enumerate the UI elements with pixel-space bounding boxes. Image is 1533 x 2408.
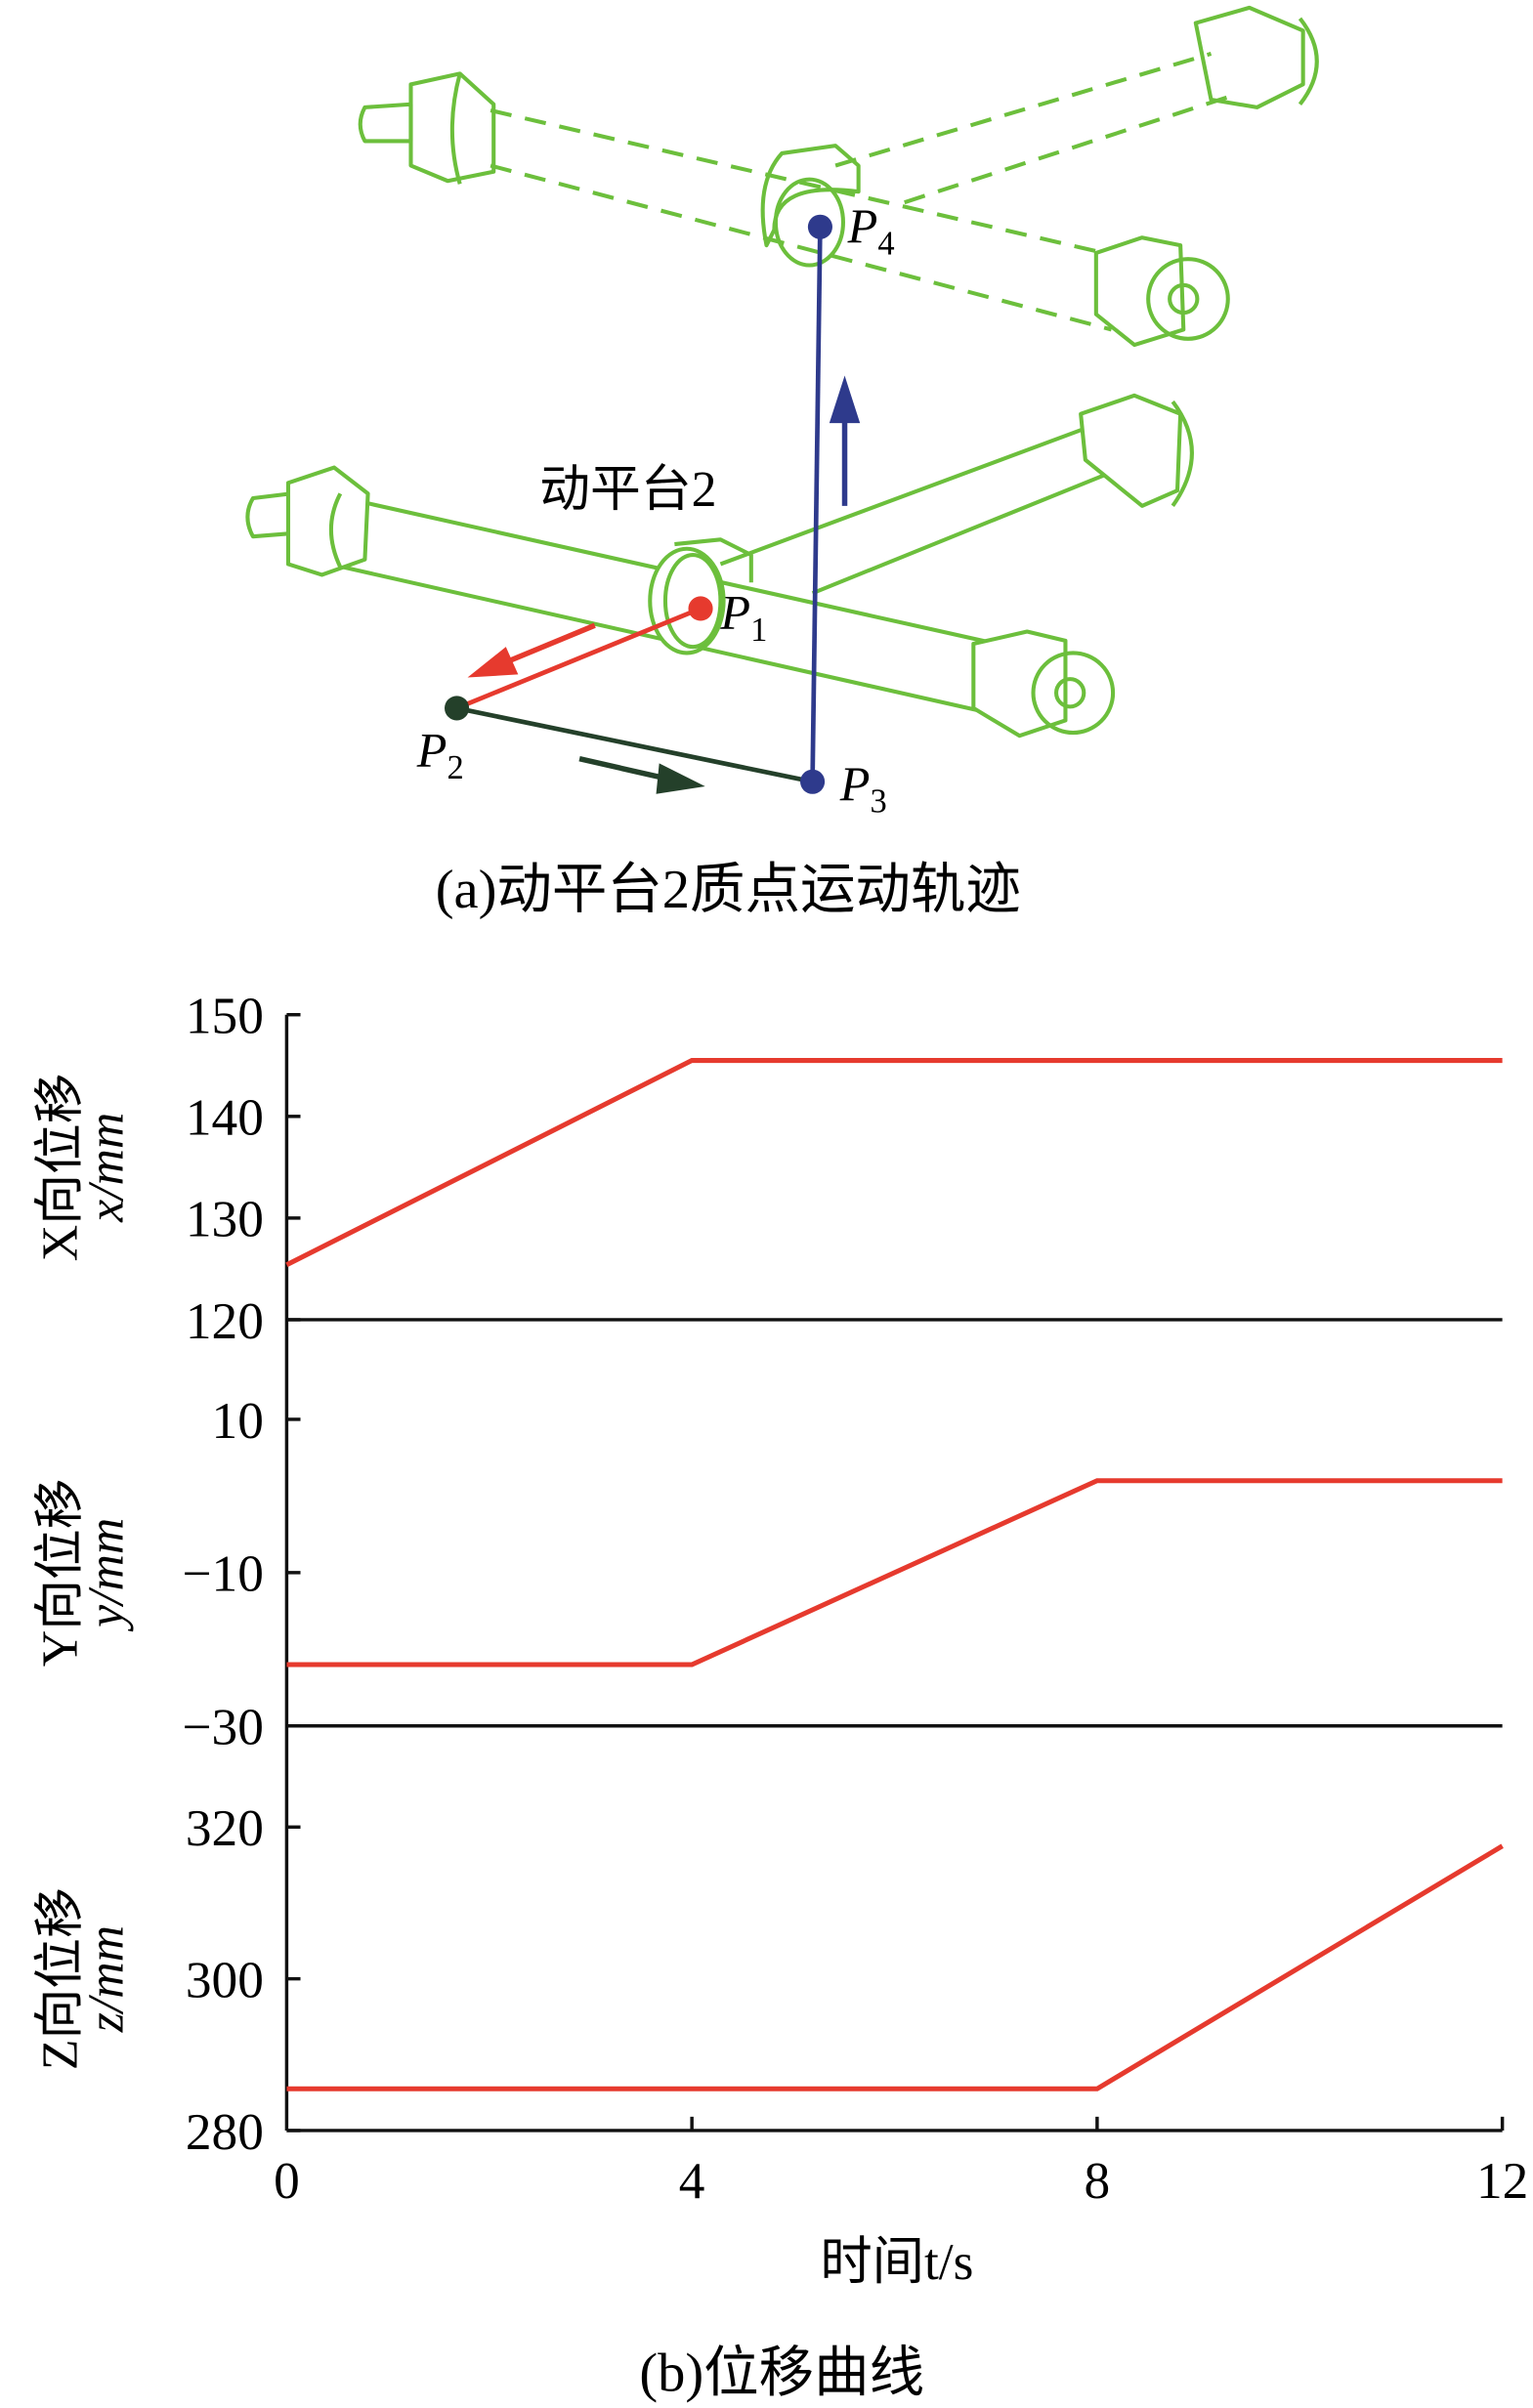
y-axis-label: X向位移 <box>32 1074 88 1262</box>
caption-a: (a)动平台2质点运动轨迹 <box>436 860 1021 920</box>
trajectory-p2-p3 <box>456 705 814 784</box>
point-p3 <box>800 769 826 794</box>
y-tick-label: 140 <box>186 1088 264 1147</box>
y-tick-label: −30 <box>182 1698 263 1756</box>
y-tick-label: 130 <box>186 1190 264 1248</box>
y-tick-label: 280 <box>186 2102 264 2161</box>
x-tick-label: 8 <box>1085 2151 1111 2210</box>
label-p3: P3 <box>839 756 887 821</box>
arrow-icon-p2-to-p3 <box>578 756 705 794</box>
y-axis-label: Y向位移 <box>32 1479 88 1668</box>
arrow-icon-p1-to-p2 <box>467 622 596 678</box>
caption-b: (b)位移曲线 <box>639 2344 924 2404</box>
y-tick-label: 150 <box>186 987 264 1045</box>
y-axis-label: Z向位移 <box>32 1887 88 2070</box>
y-axis-unit-label: z/mm <box>79 1925 135 2033</box>
displacement-chart: 150140130120X向位移x/mm10−10−30Y向位移y/mm3203… <box>32 987 1528 2210</box>
point-p4 <box>807 214 832 239</box>
arrow-icon-p3-to-p4 <box>829 375 861 506</box>
y-tick-label: −10 <box>182 1544 263 1603</box>
trajectory-p1-p2 <box>455 606 702 711</box>
y-axis-unit-label: y/mm <box>79 1518 135 1632</box>
x-axis-label: 时间t/s <box>820 2232 973 2291</box>
series-line-x <box>285 1058 1503 1267</box>
x-tick-label: 4 <box>679 2151 705 2210</box>
trajectory-p3-p4 <box>810 227 823 782</box>
mechanism-diagram: P1 P2 P3 P4 动平台2 <box>245 5 1319 821</box>
point-p1 <box>688 596 713 621</box>
label-p2: P2 <box>416 723 464 787</box>
platform-initial-position <box>245 393 1194 739</box>
y-tick-label: 320 <box>186 1798 264 1857</box>
platform-label: 动平台2 <box>539 462 716 518</box>
label-p4: P4 <box>847 198 895 263</box>
y-tick-label: 300 <box>186 1950 264 2008</box>
x-tick-label: 12 <box>1476 2151 1528 2210</box>
y-axis-unit-label: x/mm <box>79 1113 135 1223</box>
y-tick-label: 120 <box>186 1291 264 1350</box>
series-line-z <box>286 1843 1504 2091</box>
point-p2 <box>445 696 470 721</box>
series-line-y <box>286 1478 1503 1668</box>
x-tick-label: 0 <box>274 2151 300 2210</box>
y-tick-label: 10 <box>212 1391 264 1450</box>
label-p1: P1 <box>719 584 767 649</box>
platform-final-position <box>358 5 1319 348</box>
